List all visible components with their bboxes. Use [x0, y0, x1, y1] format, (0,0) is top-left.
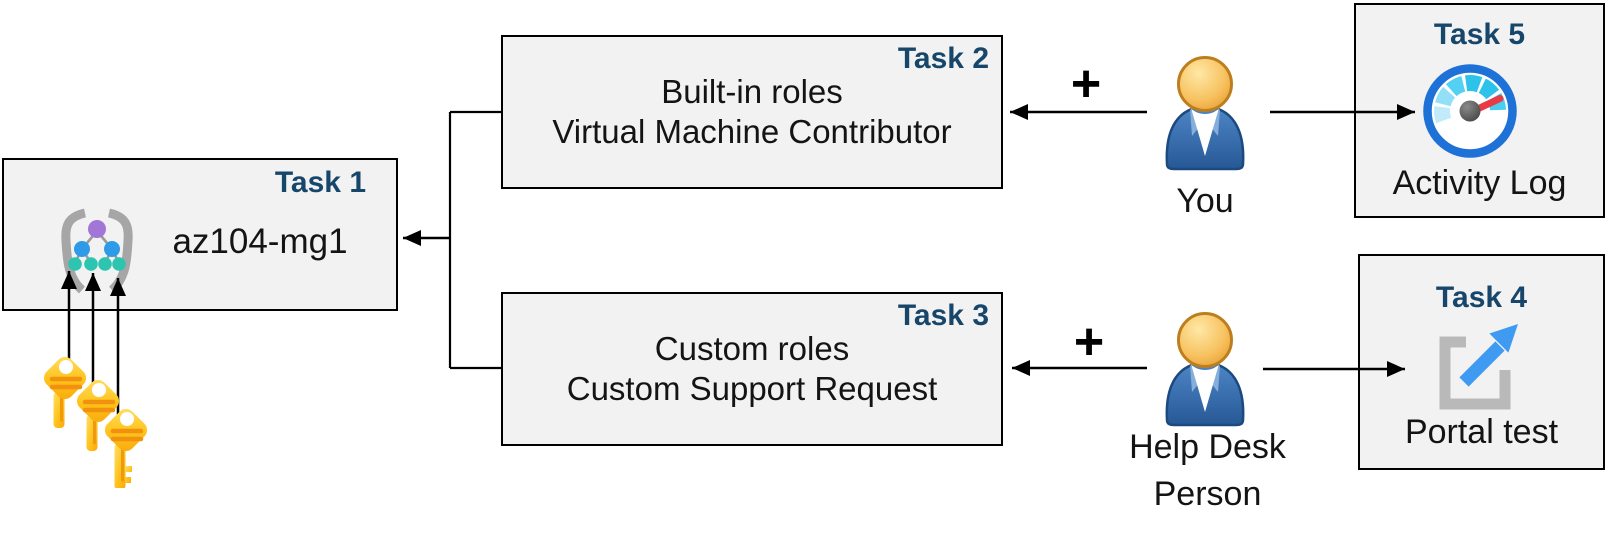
person-icon [1165, 312, 1245, 427]
helpdesk-label-line2: Person [1153, 475, 1262, 513]
task3-line2: Custom Support Request [566, 370, 938, 407]
task2-line2: Virtual Machine Contributor [552, 113, 952, 150]
task4-label: Task 4 [1435, 281, 1528, 314]
task4-box: Task 4 Portal test [1358, 254, 1605, 470]
helpdesk-label-line1: Help Desk [1129, 428, 1286, 466]
management-group-name: az104-mg1 [172, 221, 348, 261]
key-icon [43, 356, 87, 428]
external-link-icon [1439, 324, 1518, 410]
keys-icon [43, 356, 148, 488]
plus-sign-bottom: + [1073, 313, 1105, 371]
helpdesk-label: Help Desk Person [1095, 424, 1320, 518]
task2-line1: Built-in roles [661, 73, 843, 110]
task5-label: Task 5 [1433, 18, 1526, 51]
key-icon [104, 408, 148, 488]
task3-label: Task 3 [897, 299, 989, 332]
gauge-icon [1423, 64, 1517, 158]
task1-box: Task 1 az104-mg1 [2, 158, 398, 311]
task3-line1: Custom roles [654, 330, 850, 367]
task2-label: Task 2 [897, 42, 989, 75]
task4-caption: Portal test [1404, 413, 1559, 451]
task3-text: Custom roles Custom Support Request [503, 294, 1001, 444]
key-icon [76, 379, 120, 451]
task3-box: Task 3 Custom roles Custom Support Reque… [501, 292, 1003, 446]
task1-label: Task 1 [274, 166, 366, 199]
task1-branch-connector [448, 110, 501, 370]
task5-box: Task 5 Activity Log [1354, 3, 1605, 218]
plus-sign-top: + [1070, 55, 1102, 113]
task2-box: Task 2 Built-in roles Virtual Machine Co… [501, 35, 1003, 189]
task2-text: Built-in roles Virtual Machine Contribut… [503, 37, 1001, 187]
management-group-icon [61, 208, 133, 294]
person-icon [1165, 56, 1245, 171]
you-label: You [1176, 182, 1234, 220]
task5-caption: Activity Log [1392, 164, 1567, 202]
